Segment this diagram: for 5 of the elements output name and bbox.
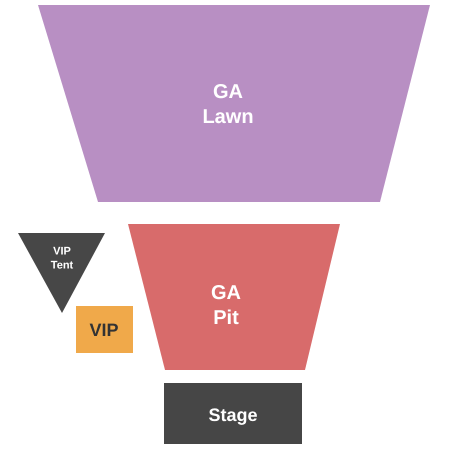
section-label: GA Pit (210, 281, 242, 331)
section-label: Stage (207, 404, 259, 426)
section-label: VIP Tent (50, 245, 74, 273)
section-label: GA Lawn (201, 80, 255, 130)
section-label: VIP (88, 318, 120, 342)
